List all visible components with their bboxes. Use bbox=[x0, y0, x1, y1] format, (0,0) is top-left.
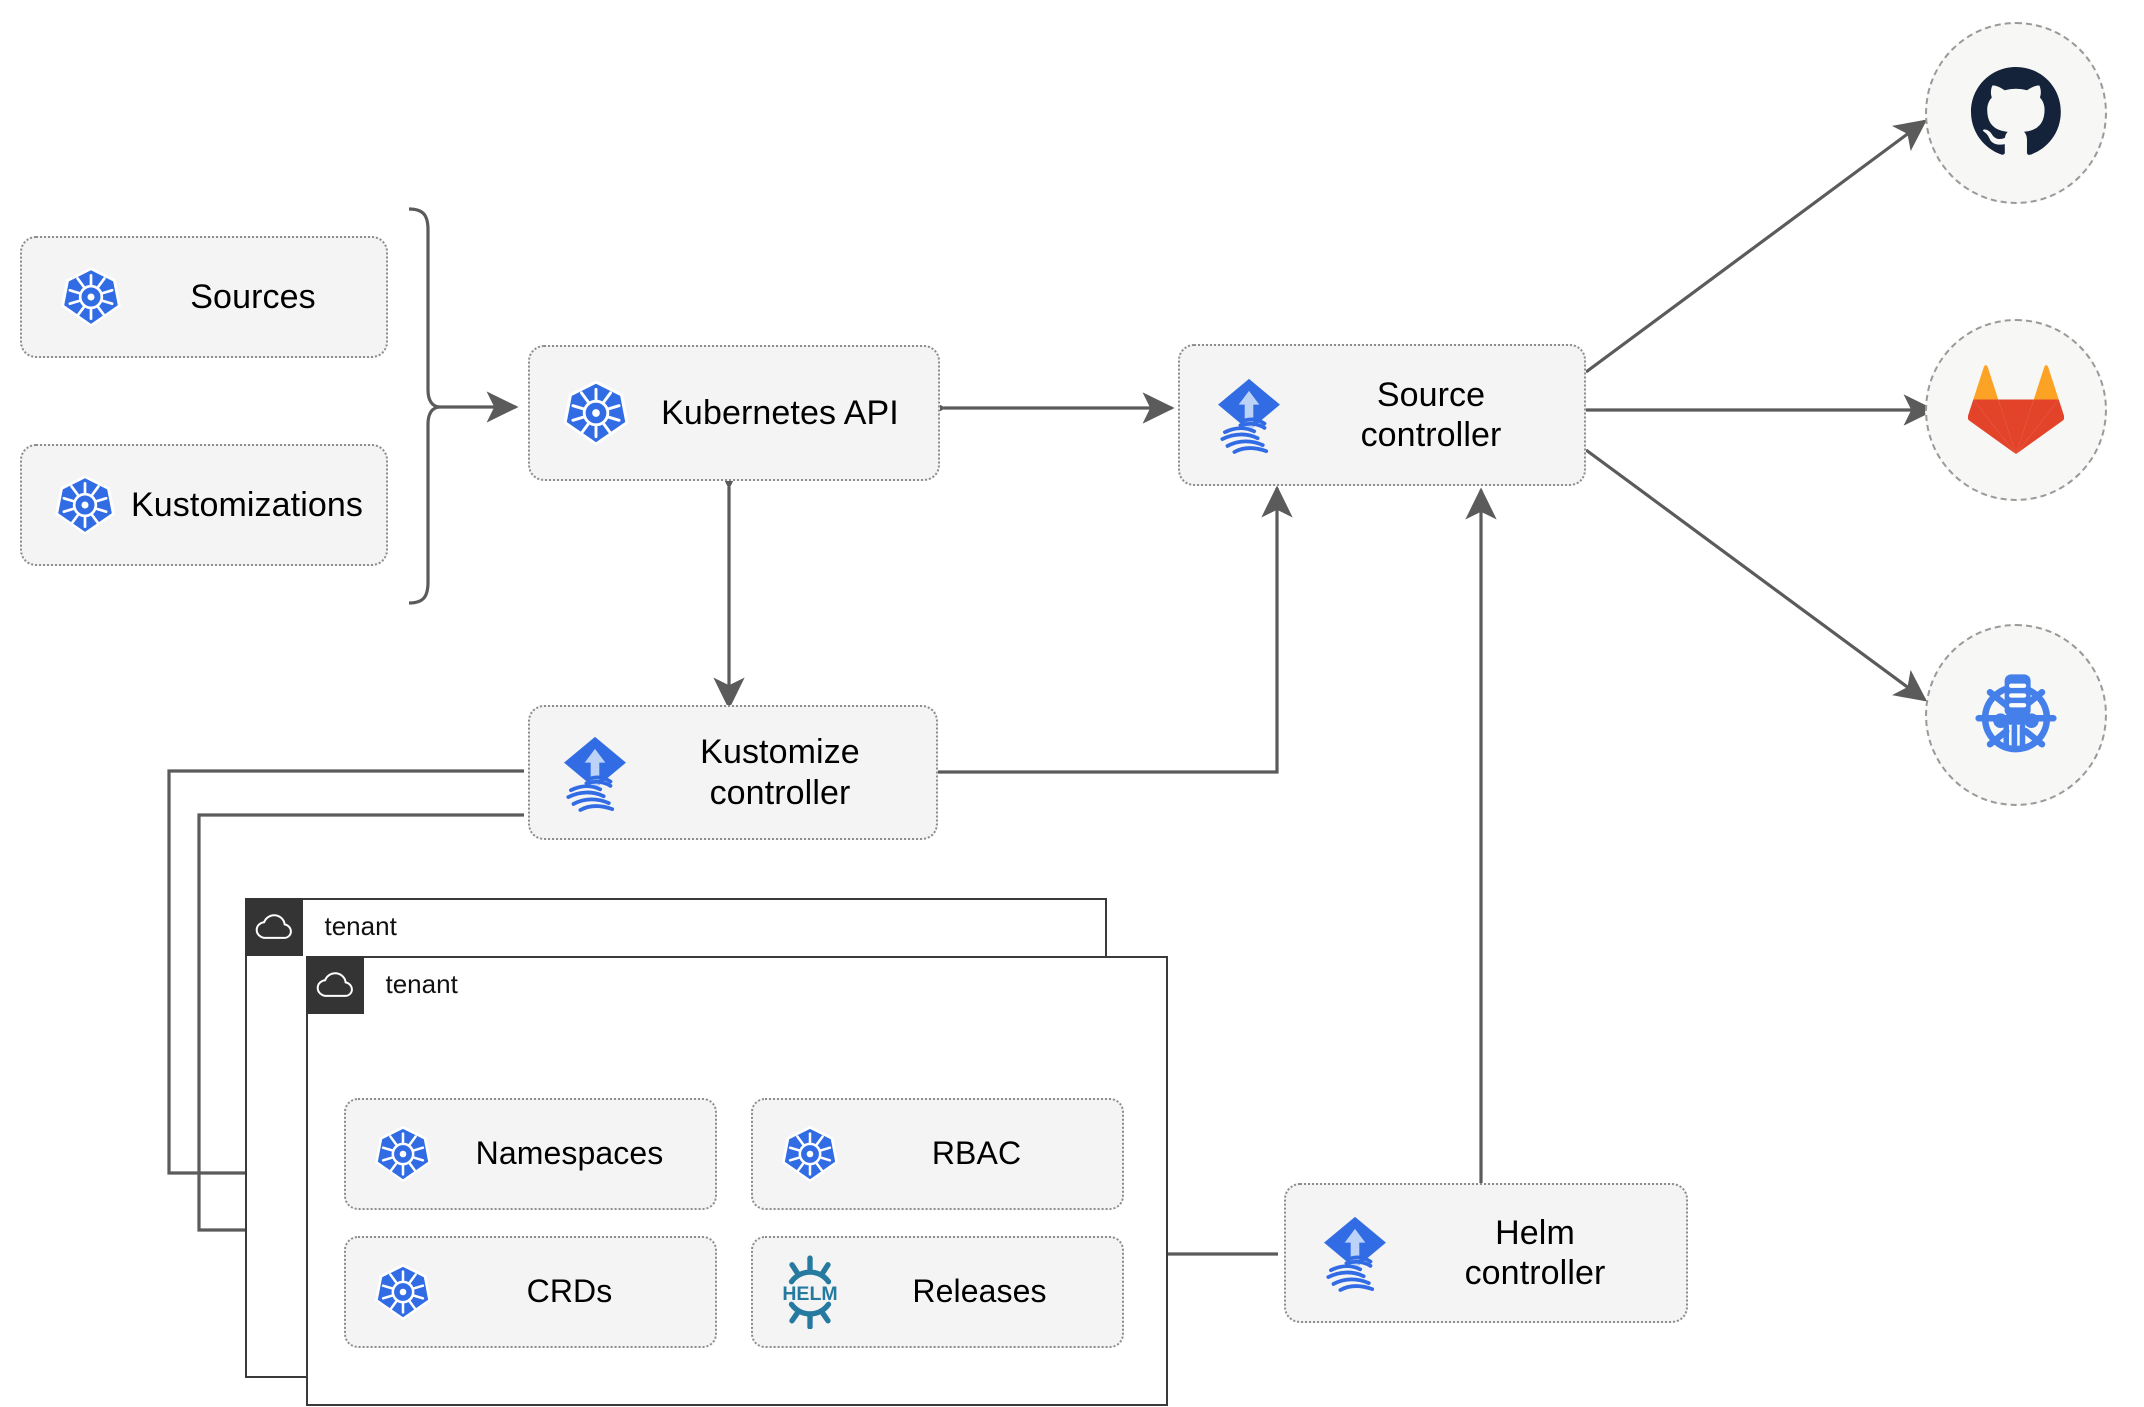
provider-github[interactable] bbox=[1925, 22, 2107, 204]
resource-label: Sources bbox=[190, 277, 316, 316]
kubernetes-icon bbox=[560, 377, 632, 449]
node-label-line1: Helm bbox=[1495, 1213, 1575, 1252]
kubernetes-icon bbox=[372, 1123, 434, 1185]
node-label: Helm controller bbox=[1398, 1213, 1686, 1293]
svg-text:HELM: HELM bbox=[782, 1283, 837, 1305]
kubernetes-icon bbox=[58, 264, 124, 330]
tenant-header: tenant bbox=[244, 897, 397, 956]
provider-harbor[interactable] bbox=[1925, 624, 2107, 806]
helm-icon: HELM bbox=[773, 1255, 847, 1329]
node-label-line1: Source bbox=[1376, 375, 1486, 414]
tenant-header: tenant bbox=[305, 955, 458, 1014]
cloud-icon bbox=[305, 955, 364, 1014]
node-label-line2: controller bbox=[1464, 1254, 1606, 1292]
resource-kustomizations[interactable]: Kustomizations bbox=[20, 444, 388, 566]
harbor-icon bbox=[1975, 674, 2057, 753]
cloud-icon bbox=[244, 897, 303, 956]
tenant-name: tenant bbox=[385, 969, 458, 999]
tenant-item-label: RBAC bbox=[931, 1135, 1022, 1172]
resource-sources[interactable]: Sources bbox=[20, 236, 388, 358]
tenant-item-label: Namespaces bbox=[475, 1135, 664, 1172]
gitlab-icon bbox=[1968, 365, 2064, 455]
flux-icon bbox=[1206, 372, 1292, 458]
tenant-item-label: Releases bbox=[912, 1273, 1047, 1310]
node-label: Kustomize controller bbox=[638, 732, 936, 812]
tenant-item-namespaces[interactable]: Namespaces bbox=[344, 1098, 717, 1210]
node-helm-controller[interactable]: Helm controller bbox=[1284, 1183, 1688, 1323]
provider-gitlab[interactable] bbox=[1925, 319, 2107, 501]
node-label-line2: controller bbox=[709, 773, 851, 812]
kubernetes-icon bbox=[372, 1261, 434, 1323]
flux-icon bbox=[552, 730, 638, 816]
resource-label: Kustomizations bbox=[131, 485, 363, 524]
node-label: Kubernetes API bbox=[661, 393, 899, 432]
node-label-line2: controller bbox=[1360, 416, 1502, 454]
github-icon bbox=[1971, 67, 2061, 155]
node-source-controller[interactable]: Source controller bbox=[1178, 344, 1586, 486]
node-kubernetes-api[interactable]: Kubernetes API bbox=[528, 345, 940, 481]
flux-icon bbox=[1312, 1210, 1398, 1296]
tenant-item-label: CRDs bbox=[526, 1273, 613, 1310]
node-label: Source controller bbox=[1292, 375, 1584, 455]
node-kustomize-controller[interactable]: Kustomize controller bbox=[528, 705, 938, 840]
tenant-name: tenant bbox=[324, 911, 397, 941]
node-label-line1: Kustomize bbox=[700, 733, 860, 772]
tenant-item-releases[interactable]: HELM Releases bbox=[751, 1236, 1124, 1348]
tenant-resource-grid: Namespaces bbox=[344, 1098, 1124, 1348]
kubernetes-icon bbox=[52, 472, 118, 538]
tenant-panel-inner[interactable]: tenant bbox=[305, 955, 1168, 1406]
tenant-item-rbac[interactable]: RBAC bbox=[751, 1098, 1124, 1210]
kubernetes-icon bbox=[779, 1123, 841, 1185]
tenant-item-crds[interactable]: CRDs bbox=[344, 1236, 717, 1348]
